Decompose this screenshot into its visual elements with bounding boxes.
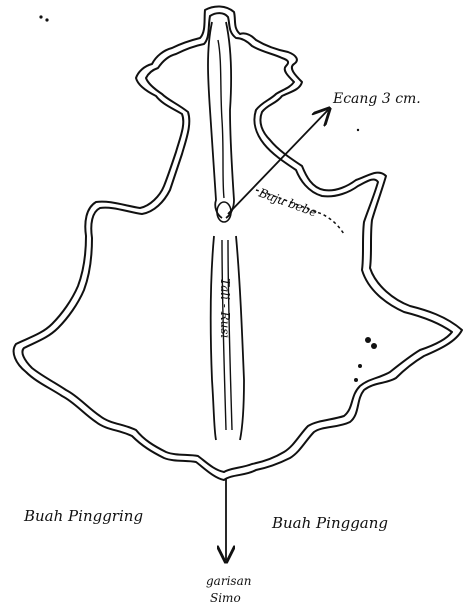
hide-outline <box>14 6 462 480</box>
label-ecang: Ecang 3 cm. <box>332 91 421 107</box>
stray-dots <box>39 15 359 131</box>
label-buah-pinggang: Buah Pinggang <box>271 514 388 532</box>
label-buah-pinggiring: Buah Pinggring <box>23 507 143 525</box>
label-garisan-line2: Simo <box>210 591 241 605</box>
label-garisan-line1: garisan <box>206 574 251 588</box>
hide-outline-outer <box>14 6 462 480</box>
neck-strip <box>208 22 234 222</box>
spine-text: Tali - Rusi <box>218 278 232 339</box>
marks-blobs <box>354 337 377 382</box>
